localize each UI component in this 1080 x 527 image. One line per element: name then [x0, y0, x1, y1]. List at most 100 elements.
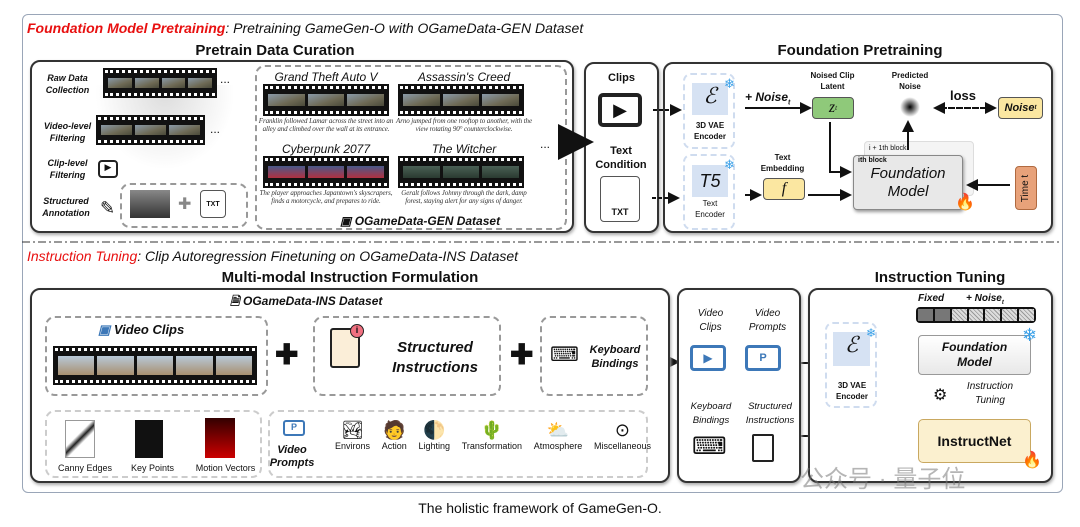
curation-title: Pretrain Data Curation — [195, 42, 355, 59]
doc-info-icon: 🗎 — [230, 294, 240, 308]
noise-add: + Noiset — [745, 90, 791, 107]
text-condition-label: Text Condition — [595, 145, 647, 171]
key-points-thumb — [135, 420, 163, 458]
vae-encoder: ℰ — [833, 332, 870, 366]
ellipsis: ... — [220, 72, 231, 86]
film-ac — [398, 84, 524, 116]
loss-label: loss — [950, 88, 977, 103]
structured-instructions-label: Structured Instructions — [392, 339, 478, 376]
f-embedding: f — [763, 178, 805, 200]
annotate-icon: ✎ — [100, 198, 116, 218]
fire-icon: 🔥 — [955, 194, 975, 211]
tuning-section-title: Instruction Tuning: Clip Autoregression … — [27, 248, 519, 264]
step-raw: Raw Data Collection — [45, 73, 90, 95]
filtered-film — [96, 115, 205, 145]
keyboard-bindings-label: Keyboard Bindings — [589, 344, 641, 370]
video-prompts-label: Video Prompts — [269, 444, 315, 469]
caption-gta: Franklin followed Lamar across the stree… — [258, 117, 394, 133]
snowflake-icon: ❄ — [724, 157, 735, 172]
film-cyberpunk — [263, 156, 389, 188]
noised-frame — [951, 309, 967, 321]
noised-frame — [1002, 309, 1018, 321]
plus-icon: ✚ — [510, 339, 534, 370]
caption-witcher: Geralt follows Johnny through the dark, … — [401, 189, 527, 205]
scene-change-icon: 🌵 — [480, 420, 504, 440]
modality-canny: Canny Edges — [57, 463, 113, 473]
txt-file-icon: TXT — [200, 190, 226, 218]
step-annotation: Structured Annotation — [42, 196, 90, 218]
keyboard-bindings-box — [540, 316, 648, 396]
text-embedding-label: Text Embedding — [760, 153, 805, 173]
formulation-title: Multi-modal Instruction Formulation — [221, 269, 479, 286]
foundation-model-block: ith block Foundation Model — [853, 155, 963, 210]
vae-encoder: ℰ — [692, 83, 728, 115]
predicted-noise-blob — [900, 97, 920, 117]
step-video-filter: Video-level Filtering — [43, 121, 92, 143]
fixed-frame — [934, 309, 950, 321]
caption-ac: Arno jumped from one rooftop to another,… — [396, 117, 532, 133]
tuning-inputs-panel — [677, 288, 801, 483]
play-icon: ▶ — [598, 93, 642, 127]
weather-icon: ⛅ — [546, 420, 570, 440]
instruction-doc-icon — [752, 434, 774, 462]
caption-cyberpunk: The player approaches Japantown's skyscr… — [259, 189, 393, 205]
landscape-icon: 🏞 — [341, 420, 364, 440]
type-transformation: 🌵Transformation — [461, 420, 522, 451]
raw-film — [103, 68, 217, 98]
plus-icon: ✚ — [178, 196, 192, 213]
t5-encoder-dash — [683, 154, 735, 230]
modality-motion: Motion Vectors — [195, 463, 256, 473]
noised-latent-label: Noised Clip Latent — [810, 71, 855, 91]
canny-edges-thumb — [65, 420, 95, 458]
vae-label: 3D VAE Encoder — [835, 381, 868, 401]
noised-frame — [1019, 309, 1035, 321]
instructnet: InstructNet — [918, 419, 1031, 463]
input-keyboard-bindings: Keyboard Bindings — [690, 401, 732, 426]
annotation-box — [120, 183, 248, 228]
pretraining-section-title: Foundation Model Pretraining: Pretrainin… — [27, 20, 584, 36]
clip-stack-thumb — [130, 190, 170, 218]
type-miscellaneous: ⊙Miscellaneous — [593, 420, 651, 451]
figure-frame — [22, 14, 1063, 493]
block-label: ith block — [858, 157, 887, 164]
predicted-noise-label: Predicted Noise — [891, 71, 929, 91]
frozen-foundation-model: Foundation Model — [918, 335, 1031, 375]
video-stack-icon: ▣ — [340, 214, 352, 228]
fixed-frame — [918, 309, 933, 321]
fire-icon: 🔥 — [1022, 452, 1042, 469]
info-badge-icon: i — [350, 324, 364, 338]
t5-encoder: T5 — [692, 165, 728, 197]
clips-text-panel — [584, 62, 659, 233]
more-icon: ⊙ — [614, 420, 631, 440]
moon-sun-icon: 🌓 — [423, 420, 446, 440]
input-structured-instructions: Structured Instructions — [745, 401, 795, 426]
ellipsis: ... — [210, 122, 221, 136]
video-prompt-icon: P — [283, 420, 305, 436]
input-video-prompts: Video Prompts — [748, 308, 787, 333]
txt-icon: TXT — [600, 176, 640, 222]
game-ac: Assassin's Creed — [417, 70, 511, 84]
foundation-model-label: Foundation Model — [870, 165, 946, 200]
instruction-types-box — [268, 410, 648, 478]
video-prompts-icon: P — [745, 345, 781, 371]
game-gta: Grand Theft Auto V — [274, 70, 378, 84]
keyboard-icon: ⌨ — [692, 433, 727, 460]
watermark: 公众号 · 量子位 — [800, 466, 966, 493]
video-clips-label: ▣ Video Clips — [98, 322, 185, 337]
clips-label: Clips — [608, 72, 635, 84]
instruction-tuning-label: Instruction Tuning — [966, 381, 1014, 406]
clip-cut-icon: ▶ — [98, 160, 118, 178]
latent-sequence — [916, 307, 1036, 323]
vae-encoder-dash — [683, 73, 735, 149]
type-lighting: 🌓Lighting — [418, 420, 451, 451]
noised-frame — [985, 309, 1001, 321]
type-action: 🧑Action — [381, 420, 407, 451]
noised-frame — [968, 309, 984, 321]
plus-icon: ✚ — [275, 339, 299, 370]
pretraining-title: Foundation Pretraining — [777, 42, 943, 59]
type-atmosphere: ⛅Atmosphere — [533, 420, 583, 451]
film-gta — [263, 84, 389, 116]
gear-cycle-icon: ⚙ — [933, 387, 948, 404]
snowflake-icon: ❄ — [1022, 325, 1038, 345]
